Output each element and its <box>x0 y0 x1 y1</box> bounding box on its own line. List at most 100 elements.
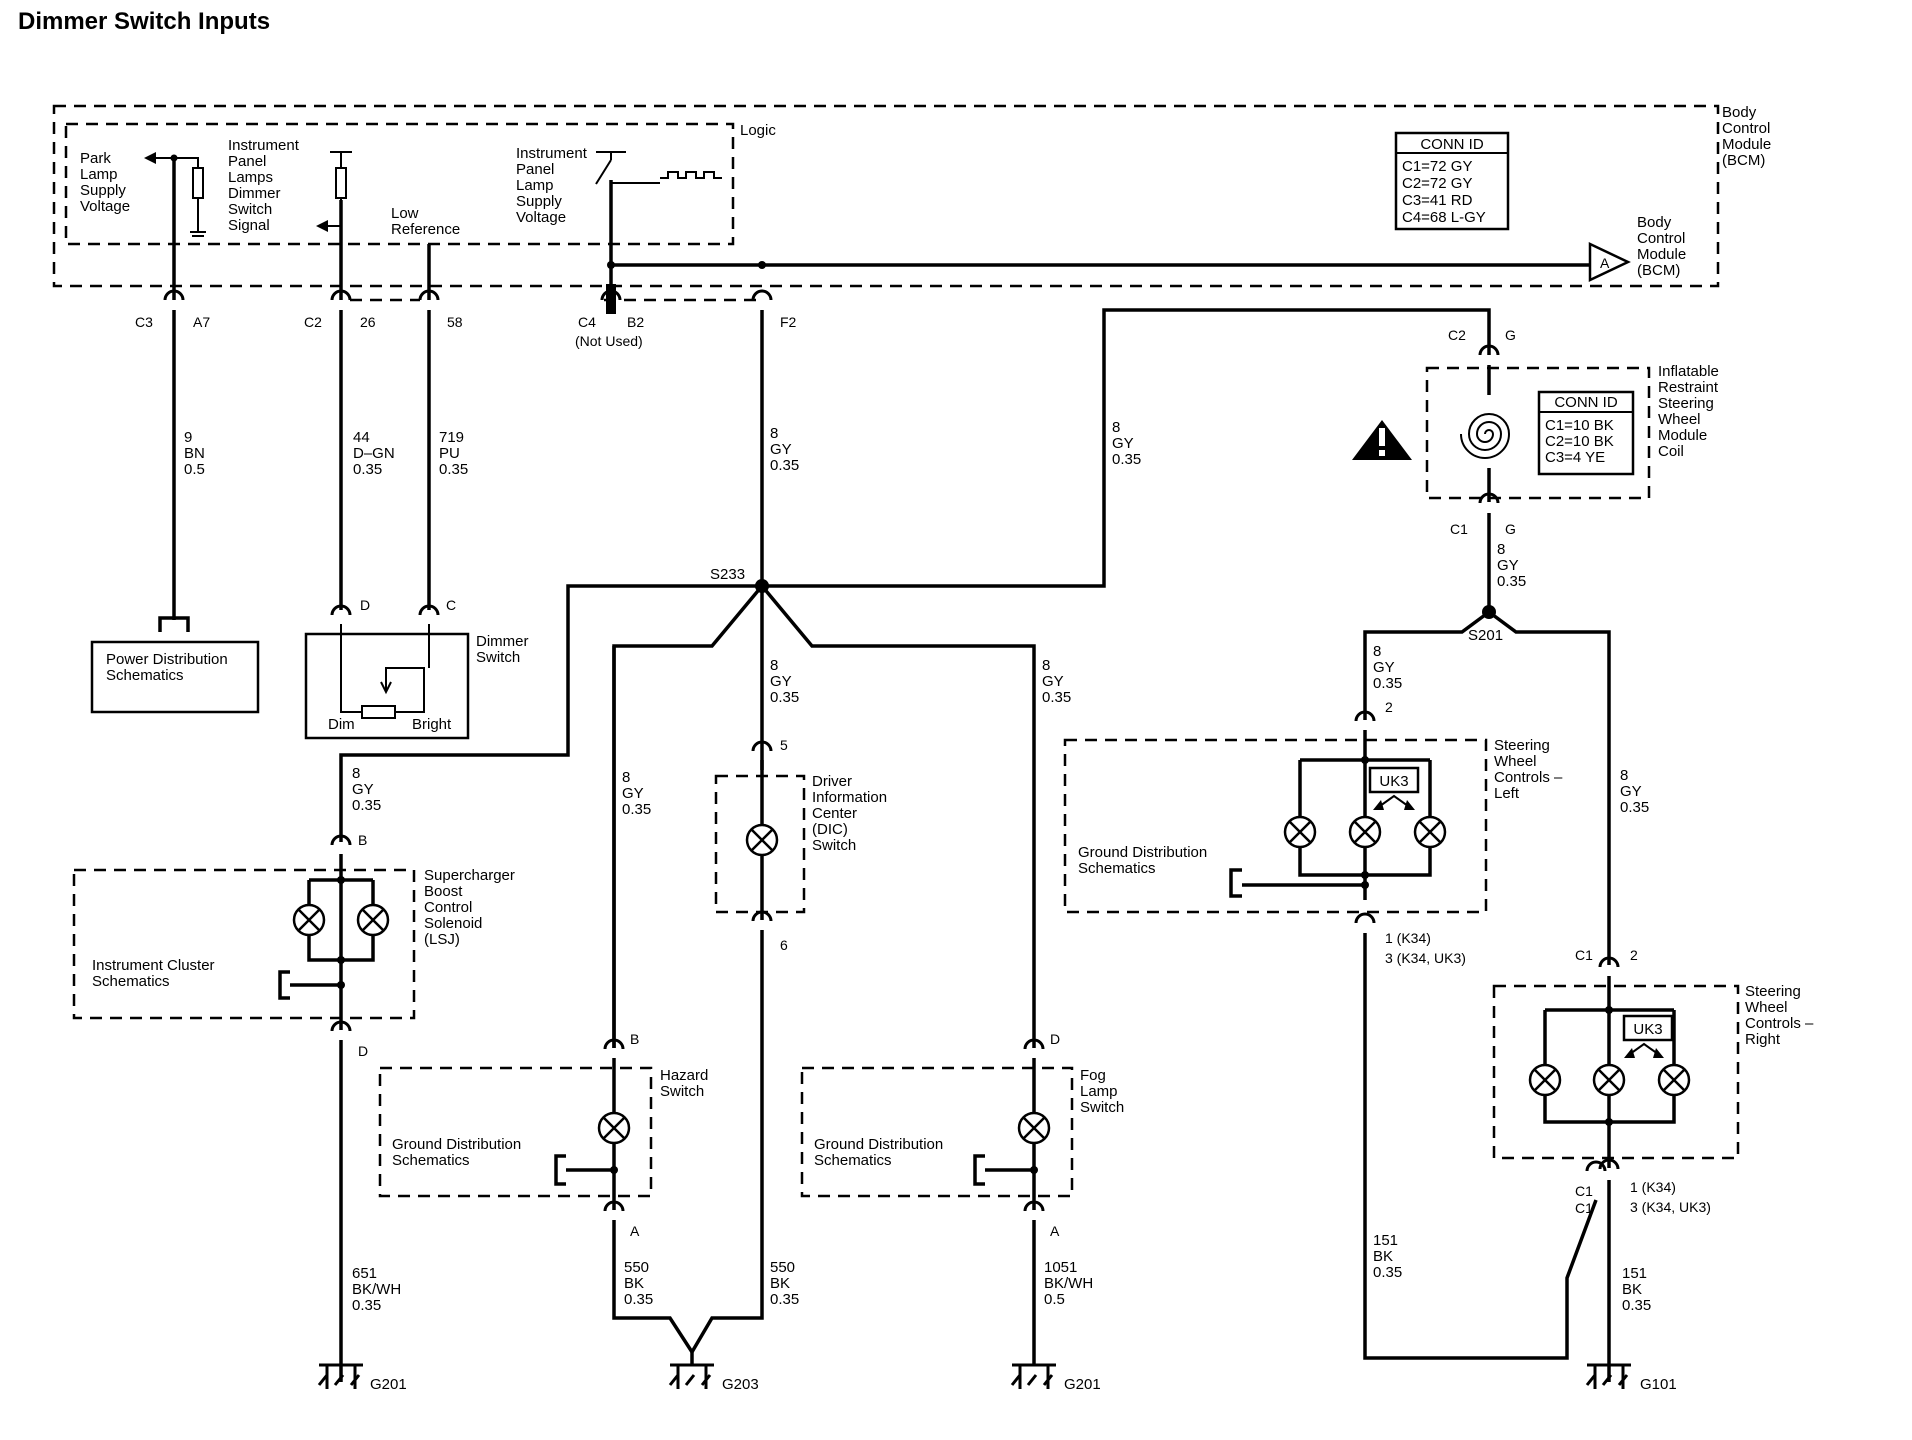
pin-c3: C3 <box>135 314 153 330</box>
pin-coil-c2: C2 <box>1448 327 1466 343</box>
pin-coil-g-bot: G <box>1505 521 1516 537</box>
logic-label: Logic <box>740 122 776 139</box>
pin-not-used: (Not Used) <box>575 333 643 349</box>
warning-icon <box>1352 420 1412 460</box>
splice-s233-label: S233 <box>710 566 745 583</box>
pin-dimmer-d: D <box>360 597 370 613</box>
pin-dimmer-c: C <box>446 597 456 613</box>
pin-58: 58 <box>447 314 463 330</box>
dim-label: Dim <box>328 716 355 733</box>
pin-sc-d: D <box>358 1043 368 1059</box>
pin-c2: C2 <box>304 314 322 330</box>
swc-right-outline <box>1492 984 1740 1160</box>
bcm-outline <box>52 104 1720 288</box>
ground-g203-label: G203 <box>722 1376 759 1393</box>
pin-dic-5: 5 <box>780 737 788 753</box>
pin-26: 26 <box>360 314 376 330</box>
coil-conn-id-title: CONN ID <box>1554 394 1618 411</box>
pin-coil-g-top: G <box>1505 327 1516 343</box>
pin-fog-d: D <box>1050 1031 1060 1047</box>
pin-f2: F2 <box>780 314 797 330</box>
offpage-a-letter: A <box>1600 255 1610 271</box>
pin-swl-3: 3 (K34, UK3) <box>1385 950 1466 966</box>
power-distribution-box <box>90 640 260 714</box>
pin-swr-2: 2 <box>1630 947 1638 963</box>
pin-a7: A7 <box>193 314 210 330</box>
pin-swl-2: 2 <box>1385 699 1393 715</box>
offpage-a-flag <box>1588 242 1631 282</box>
pin-swr-bot-c1b: C1 <box>1575 1200 1593 1216</box>
swc-right-uk3: UK3 <box>1633 1021 1662 1038</box>
pin-sc-b: B <box>358 832 367 848</box>
ground-g201a-label: G201 <box>370 1376 407 1393</box>
fog-switch-outline <box>800 1066 1074 1198</box>
pin-coil-c1: C1 <box>1450 521 1468 537</box>
pin-hz-b: B <box>630 1031 639 1047</box>
pin-swr-3: 3 (K34, UK3) <box>1630 1199 1711 1215</box>
swc-left-outline <box>1063 738 1488 914</box>
bright-label: Bright <box>412 716 452 733</box>
pin-b2: B2 <box>627 314 644 330</box>
page-title: Dimmer Switch Inputs <box>18 8 271 35</box>
pin-hz-a: A <box>630 1223 640 1239</box>
pin-dic-6: 6 <box>780 937 788 953</box>
pin-swr-1: 1 (K34) <box>1630 1179 1676 1195</box>
coil-spiral-icon <box>1460 413 1511 459</box>
pin-fog-a: A <box>1050 1223 1060 1239</box>
swc-left-uk3: UK3 <box>1379 773 1408 790</box>
swc-right-uk3-badge <box>1622 1014 1674 1042</box>
ground-g201b-label: G201 <box>1064 1376 1101 1393</box>
pin-swl-1: 1 (K34) <box>1385 930 1431 946</box>
bcm-conn-id-box <box>1394 131 1510 231</box>
logic-outline <box>64 122 735 246</box>
pin-swr-bot-c1a: C1 <box>1575 1183 1593 1199</box>
coil-module-outline <box>1425 366 1651 500</box>
ground-g101-label: G101 <box>1640 1376 1677 1393</box>
pin-c4: C4 <box>578 314 596 330</box>
pin-swr-c1: C1 <box>1575 947 1593 963</box>
supercharger-outline <box>72 868 416 1020</box>
swc-left-uk3-badge <box>1368 766 1420 794</box>
splice-s201-label: S201 <box>1468 627 1503 644</box>
